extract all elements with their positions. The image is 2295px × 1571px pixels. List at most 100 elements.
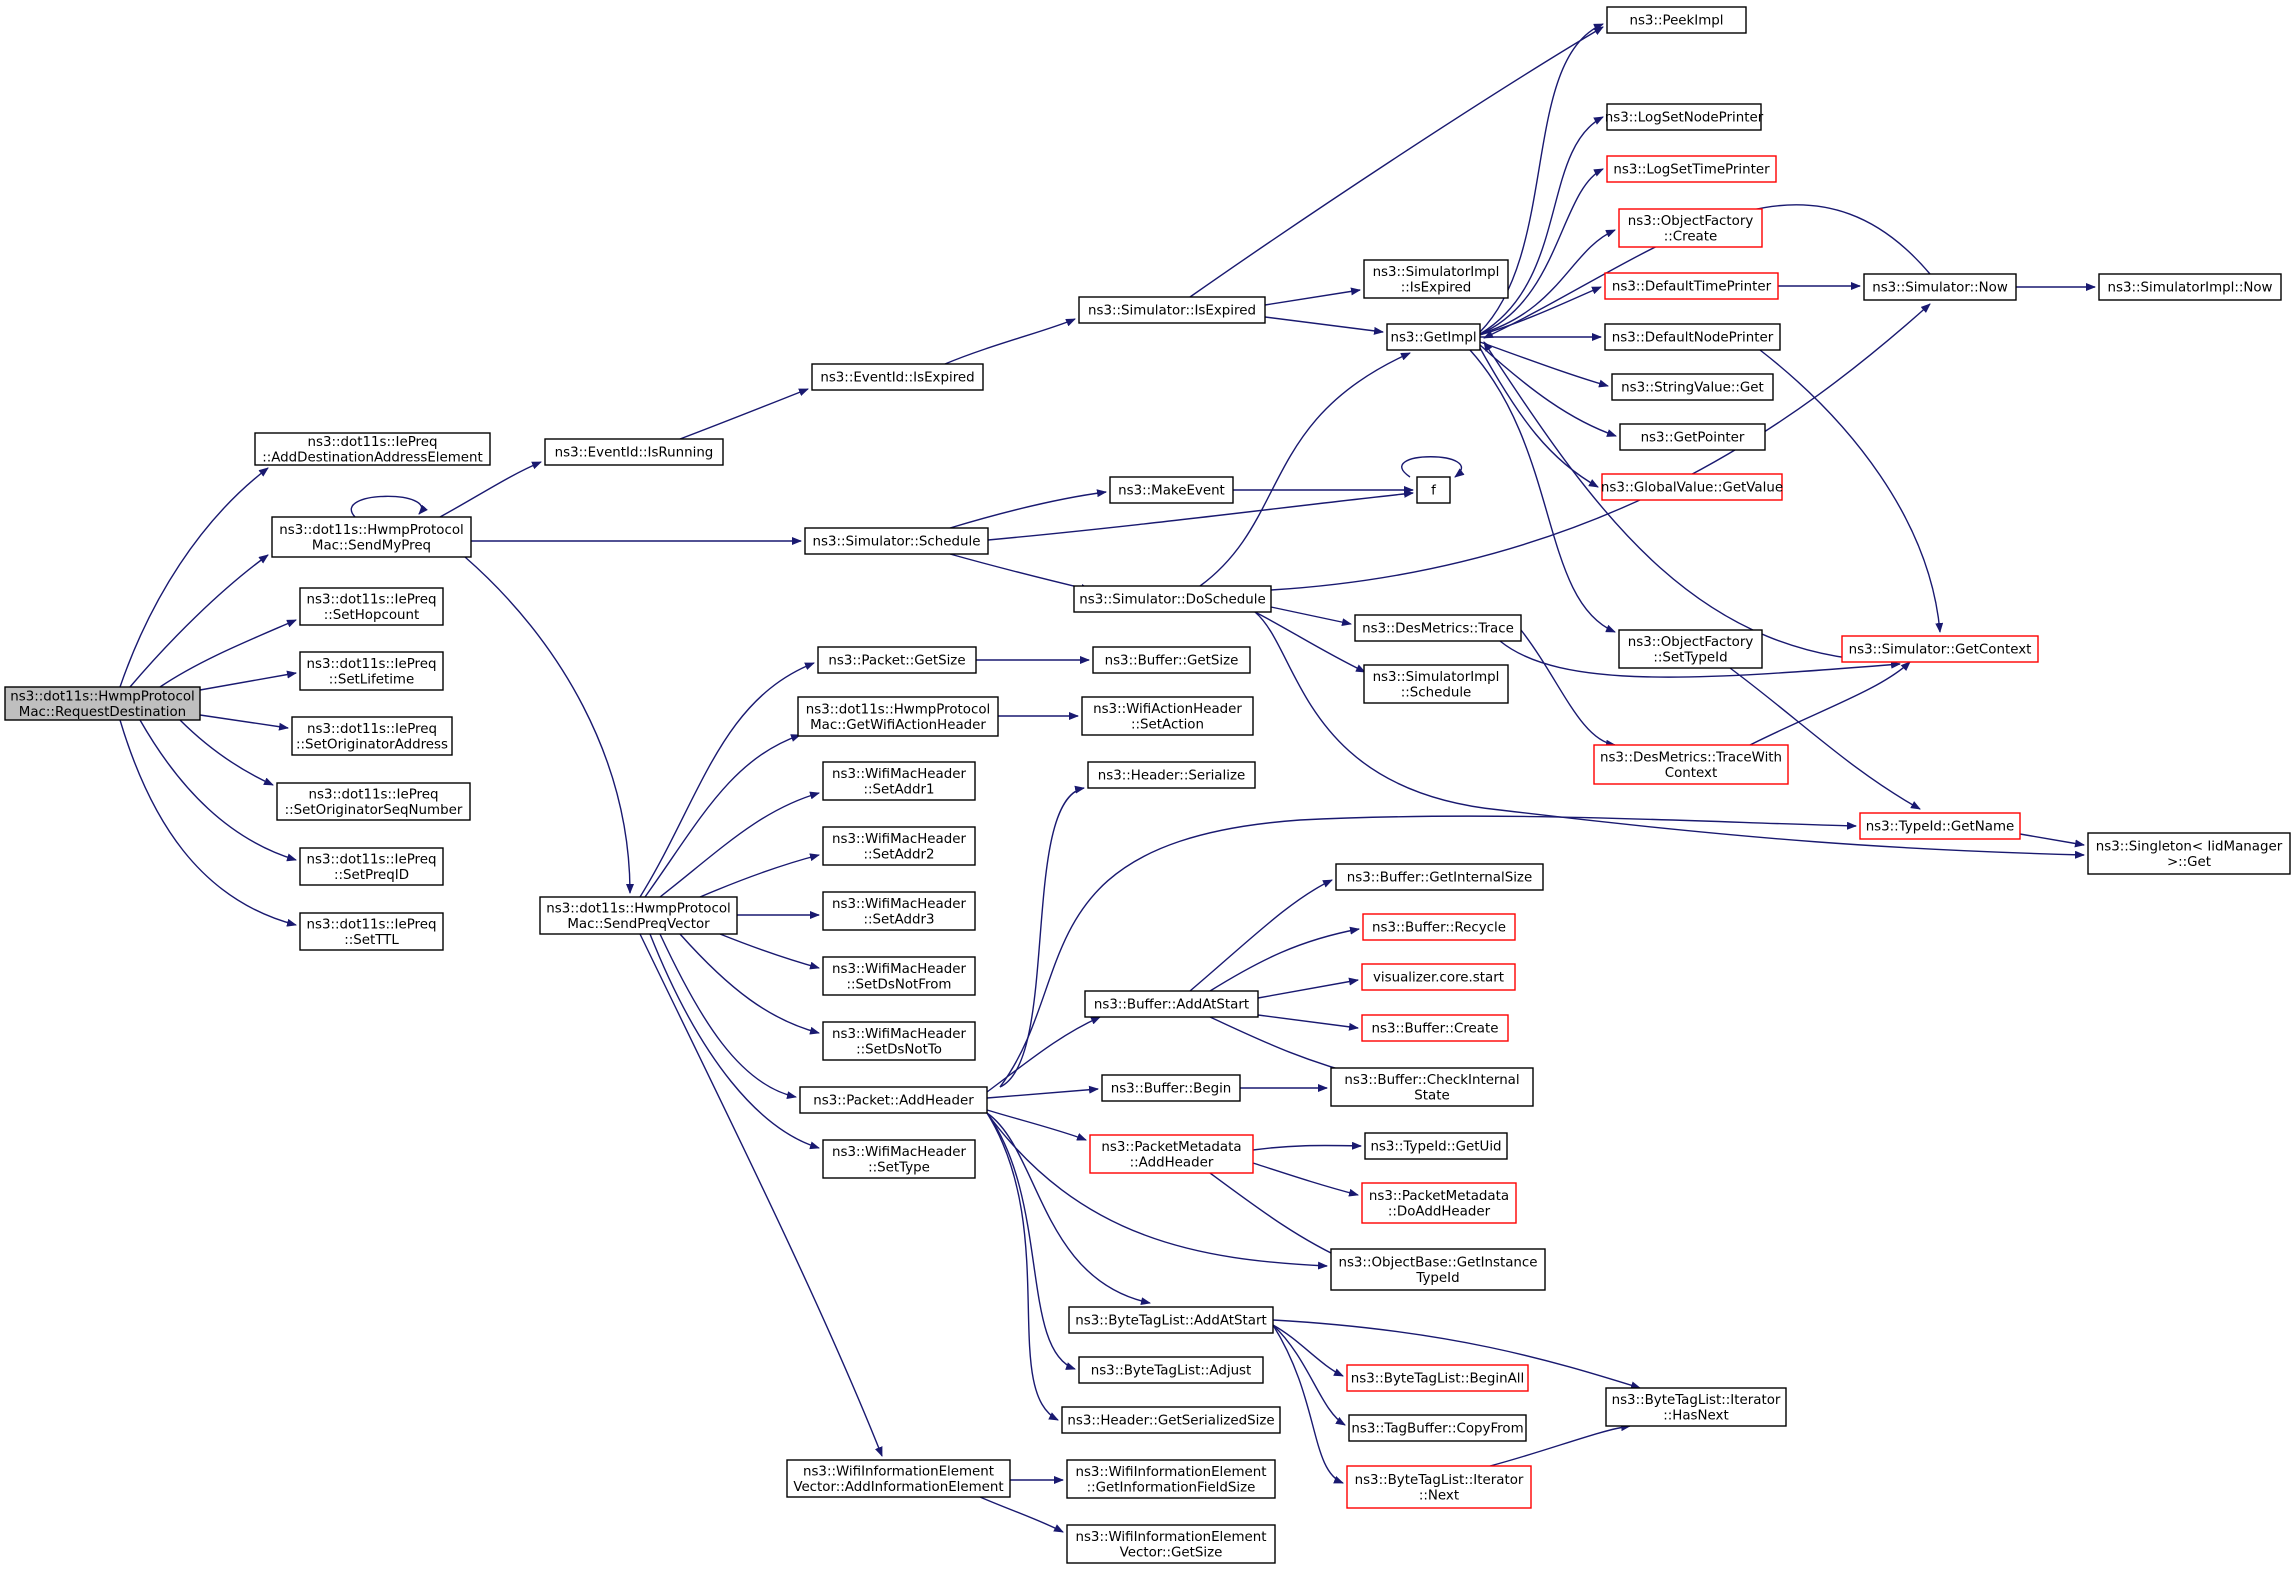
node-simNow[interactable]: ns3::Simulator::Now xyxy=(1863,273,2017,301)
node-bufRecycle[interactable]: ns3::Buffer::Recycle xyxy=(1362,913,1516,941)
node-simImplSchedule[interactable]: ns3::SimulatorImpl::Schedule xyxy=(1363,664,1509,704)
node-hdrGetSerSize[interactable]: ns3::Header::GetSerializedSize xyxy=(1061,1406,1281,1434)
node-box xyxy=(1606,155,1777,183)
node-doSchedule[interactable]: ns3::Simulator::DoSchedule xyxy=(1073,585,1272,613)
edge-simSchedule-to-makeEvent xyxy=(949,489,1107,529)
node-peekImpl[interactable]: ns3::PeekImpl xyxy=(1606,6,1747,34)
node-simImplNow[interactable]: ns3::SimulatorImpl::Now xyxy=(2098,273,2282,301)
node-box xyxy=(1109,476,1234,504)
node-desTrace[interactable]: ns3::DesMetrics::Trace xyxy=(1354,614,1522,642)
node-btlIterHasNext[interactable]: ns3::ByteTagList::Iterator::HasNext xyxy=(1605,1387,1787,1427)
node-box xyxy=(1346,1465,1532,1509)
node-globalValGet[interactable]: ns3::GlobalValue::GetValue xyxy=(1601,473,1783,501)
node-eventIsRunning[interactable]: ns3::EventId::IsRunning xyxy=(544,438,724,466)
node-bufAddAtStart[interactable]: ns3::Buffer::AddAtStart xyxy=(1084,990,1259,1018)
edge-root-to-setOrigAddr xyxy=(199,714,289,731)
node-getWifiAction[interactable]: ns3::dot11s::HwmpProtocolMac::GetWifiAct… xyxy=(797,696,999,737)
node-simGetContext[interactable]: ns3::Simulator::GetContext xyxy=(1841,635,2039,663)
node-pktAddHeader[interactable]: ns3::Packet::AddHeader xyxy=(799,1086,988,1114)
node-pmAddHeader[interactable]: ns3::PacketMetadata::AddHeader xyxy=(1089,1134,1254,1174)
node-label: ns3::Simulator::Now xyxy=(1872,281,2008,296)
node-setAddr1[interactable]: ns3::WifiMacHeader::SetAddr1 xyxy=(822,761,976,801)
node-box xyxy=(291,716,453,756)
edge-pktAddHeader-to-objBaseGetType xyxy=(986,1112,1328,1270)
node-objFactCreate[interactable]: ns3::ObjectFactory::Create xyxy=(1618,208,1763,248)
node-visStart[interactable]: visualizer.core.start xyxy=(1361,963,1516,991)
node-simImplIsExpired[interactable]: ns3::SimulatorImpl::IsExpired xyxy=(1363,259,1509,299)
node-setAddr3[interactable]: ns3::WifiMacHeader::SetAddr3 xyxy=(822,891,976,931)
node-setPreqId[interactable]: ns3::dot11s::IePreq::SetPreqID xyxy=(299,847,444,886)
node-label: visualizer.core.start xyxy=(1373,971,1504,986)
node-logSetTime[interactable]: ns3::LogSetTimePrinter xyxy=(1606,155,1777,183)
edge-bufAddAtStart-to-visStart xyxy=(1257,977,1359,999)
edge-sendPreqVec-to-pktGetSize xyxy=(639,662,815,898)
node-setLife[interactable]: ns3::dot11s::IePreq::SetLifetime xyxy=(299,651,444,691)
edge-bufAddAtStart-to-bufCreate xyxy=(1257,1014,1359,1031)
node-box xyxy=(822,761,976,801)
node-wieGetInfo[interactable]: ns3::WifiInformationElement::GetInformat… xyxy=(1066,1459,1276,1499)
node-getImpl[interactable]: ns3::GetImpl xyxy=(1386,323,1481,351)
edge-eventIsRunning-to-eventIsExpired xyxy=(679,388,809,440)
node-setDsNotFrom[interactable]: ns3::WifiMacHeader::SetDsNotFrom xyxy=(822,956,976,996)
node-box xyxy=(1081,696,1254,736)
node-root[interactable]: ns3::dot11s::HwmpProtocolMac::RequestDes… xyxy=(4,686,201,721)
node-simSchedule[interactable]: ns3::Simulator::Schedule xyxy=(804,527,989,555)
node-f[interactable]: f xyxy=(1416,476,1451,504)
node-tagBufCopy[interactable]: ns3::TagBuffer::CopyFrom xyxy=(1348,1414,1527,1442)
node-getPointer[interactable]: ns3::GetPointer xyxy=(1619,423,1766,451)
node-label: ::Next xyxy=(1419,1488,1459,1503)
node-bufCreate[interactable]: ns3::Buffer::Create xyxy=(1361,1014,1509,1042)
node-typeIdGetName[interactable]: ns3::TypeId::GetName xyxy=(1859,812,2021,840)
node-label: ns3::dot11s::HwmpProtocol xyxy=(279,523,464,538)
node-box xyxy=(1362,913,1516,941)
node-setOrigAddr[interactable]: ns3::dot11s::IePreq::SetOriginatorAddres… xyxy=(291,716,453,756)
node-pktGetSize[interactable]: ns3::Packet::GetSize xyxy=(817,646,977,674)
node-strValGet[interactable]: ns3::StringValue::Get xyxy=(1611,373,1774,401)
node-setDsNotTo[interactable]: ns3::WifiMacHeader::SetDsNotTo xyxy=(822,1021,976,1061)
node-objFactSetType[interactable]: ns3::ObjectFactory::SetTypeId xyxy=(1618,629,1763,669)
node-setTTL[interactable]: ns3::dot11s::IePreq::SetTTL xyxy=(299,912,444,951)
edge-getImpl-to-defTimePrinter xyxy=(1479,286,1602,336)
node-wieGetSize[interactable]: ns3::WifiInformationElementVector::GetSi… xyxy=(1066,1524,1276,1564)
node-bufBegin[interactable]: ns3::Buffer::Begin xyxy=(1101,1074,1241,1102)
edge-doSchedule-to-simNow xyxy=(1270,303,1931,591)
node-bufGetInternal[interactable]: ns3::Buffer::GetInternalSize xyxy=(1335,863,1544,891)
node-btlAddAtStart[interactable]: ns3::ByteTagList::AddAtStart xyxy=(1068,1306,1274,1334)
node-wieAdd[interactable]: ns3::WifiInformationElementVector::AddIn… xyxy=(786,1459,1011,1498)
node-logSetNode[interactable]: ns3::LogSetNodePrinter xyxy=(1605,103,1764,131)
node-pmDoAdd[interactable]: ns3::PacketMetadata::DoAddHeader xyxy=(1361,1182,1517,1224)
node-defTimePrinter[interactable]: ns3::DefaultTimePrinter xyxy=(1604,272,1779,300)
node-box xyxy=(1605,1387,1787,1427)
node-sendPreqVec[interactable]: ns3::dot11s::HwmpProtocolMac::SendPreqVe… xyxy=(539,896,738,935)
node-btlBeginAll[interactable]: ns3::ByteTagList::BeginAll xyxy=(1346,1364,1529,1392)
node-singletonGet[interactable]: ns3::Singleton< IidManager>::Get xyxy=(2087,832,2291,875)
node-btlAdjust[interactable]: ns3::ByteTagList::Adjust xyxy=(1078,1356,1264,1384)
node-makeEvent[interactable]: ns3::MakeEvent xyxy=(1109,476,1234,504)
node-setOrigSeq[interactable]: ns3::dot11s::IePreq::SetOriginatorSeqNum… xyxy=(276,782,471,821)
node-eventIsExpired[interactable]: ns3::EventId::IsExpired xyxy=(811,363,984,391)
node-label: ::Schedule xyxy=(1401,685,1472,700)
node-btlIterNext[interactable]: ns3::ByteTagList::Iterator::Next xyxy=(1346,1465,1532,1509)
node-defNodePrinter[interactable]: ns3::DefaultNodePrinter xyxy=(1604,323,1781,351)
node-setAction[interactable]: ns3::WifiActionHeader::SetAction xyxy=(1081,696,1254,736)
edge-bufAddAtStart-to-bufGetInternal xyxy=(1189,879,1333,992)
edge-doSchedule-to-simImplSchedule xyxy=(1254,611,1366,673)
node-box xyxy=(539,896,738,935)
node-label: ns3::Header::Serialize xyxy=(1098,769,1245,784)
node-simIsExpired[interactable]: ns3::Simulator::IsExpired xyxy=(1078,296,1266,324)
node-setType[interactable]: ns3::WifiMacHeader::SetType xyxy=(822,1139,976,1179)
node-setHop[interactable]: ns3::dot11s::IePreq::SetHopcount xyxy=(299,587,444,626)
node-typeIdGetUid[interactable]: ns3::TypeId::GetUid xyxy=(1364,1132,1508,1160)
node-bufGetSize[interactable]: ns3::Buffer::GetSize xyxy=(1092,646,1251,674)
node-label: TypeId xyxy=(1415,1271,1459,1286)
edge-getImpl-to-objFactCreate xyxy=(1479,229,1616,335)
node-box xyxy=(1386,323,1481,351)
node-setAddr2[interactable]: ns3::WifiMacHeader::SetAddr2 xyxy=(822,826,976,866)
node-label: ::DoAddHeader xyxy=(1388,1204,1491,1219)
node-addDest[interactable]: ns3::dot11s::IePreq::AddDestinationAddre… xyxy=(254,432,491,466)
node-hdrSerialize[interactable]: ns3::Header::Serialize xyxy=(1087,761,1256,789)
